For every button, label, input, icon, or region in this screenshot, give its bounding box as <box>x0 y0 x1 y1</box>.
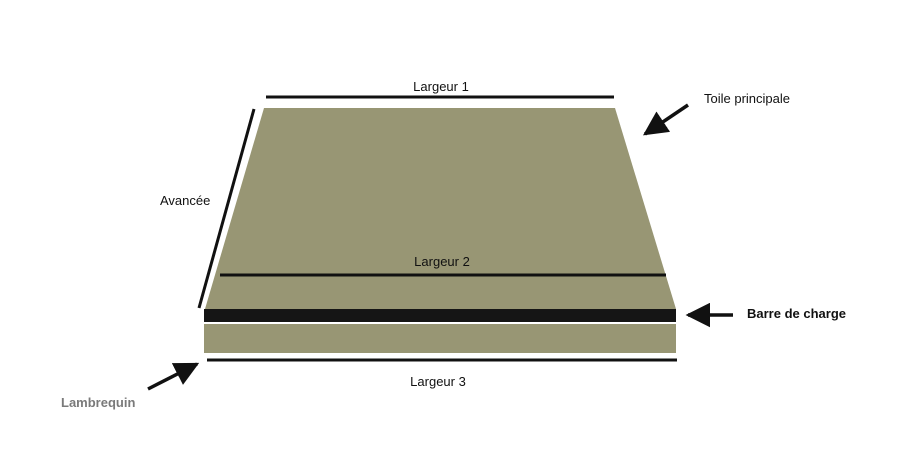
main-fabric <box>205 108 676 309</box>
load-bar <box>204 309 676 322</box>
projection-label: Avancée <box>160 193 210 208</box>
width-2-label: Largeur 2 <box>414 254 470 269</box>
width-1-label: Largeur 1 <box>413 79 469 94</box>
arrow-icon <box>642 103 689 136</box>
valance-panel <box>204 324 676 353</box>
projection-line <box>197 108 256 309</box>
width-3-label: Largeur 3 <box>410 374 466 389</box>
arrow-icon <box>147 362 200 391</box>
main-fabric-label: Toile principale <box>704 91 790 106</box>
load-bar-label: Barre de charge <box>747 306 846 321</box>
valance-label: Lambrequin <box>61 395 135 410</box>
